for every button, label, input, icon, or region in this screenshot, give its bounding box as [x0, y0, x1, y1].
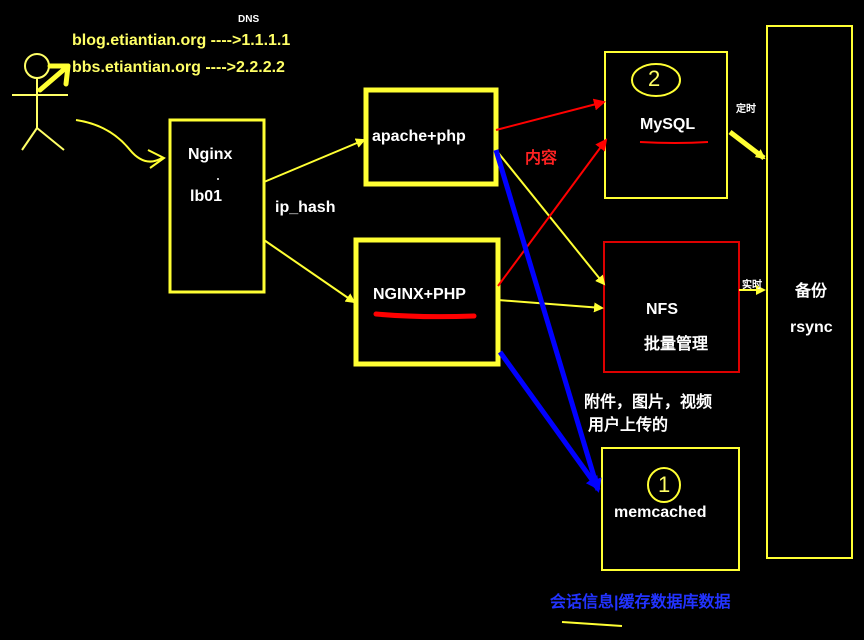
dns-pointer-arrow [37, 63, 71, 93]
session-cache-label: 会话信息|缓存数据库数据 [550, 594, 731, 611]
apache-to-memcached-arrow [493, 149, 602, 493]
scheduled-label: 定时 [736, 104, 756, 115]
nginxphp-to-mysql-arrow [497, 138, 608, 287]
mysql-red-underline [639, 141, 709, 144]
user-to-nginx-arrowhead [147, 149, 166, 169]
mysql-number: 2 [648, 66, 661, 91]
apache-php-node[interactable] [363, 87, 499, 187]
apache-to-mysql-arrow [495, 98, 606, 131]
dns-title: DNS [238, 14, 260, 25]
realtime-label: 实时 [742, 280, 762, 291]
nginx-to-nginxphp-arrow [263, 239, 356, 304]
nginxphp-to-memcached-arrow [497, 350, 601, 491]
mysql-to-backup-arrow [728, 130, 766, 160]
content-label: 内容 [525, 150, 558, 167]
nginxphp-red-underline [373, 311, 477, 320]
nginx-lb-node[interactable] [168, 118, 266, 294]
user-to-nginx-arrow [75, 119, 163, 163]
nfs-node[interactable] [603, 241, 740, 373]
apache-php-label: apache+php [372, 128, 466, 145]
memcached-number-circle [647, 467, 681, 503]
mysql-node[interactable] [604, 51, 728, 199]
user-stick-figure-icon [12, 53, 68, 151]
nfs-sublabel: 批量管理 [644, 336, 709, 353]
memcached-label: memcached [614, 504, 707, 521]
session-yellow-underline [561, 621, 623, 627]
mysql-number-circle [631, 63, 681, 97]
nginx-to-apache-arrow [263, 138, 366, 183]
nginx-php-node[interactable] [353, 237, 501, 367]
nginxphp-to-nfs-arrow [497, 299, 604, 313]
backup-label: 备份 [795, 283, 828, 300]
nginx-lb-title: Nginx [188, 146, 233, 163]
rsync-label: rsync [790, 319, 833, 336]
mysql-label: MySQL [640, 116, 696, 133]
nginx-php-label: NGINX+PHP [373, 286, 466, 303]
uploads-label-line1: 附件，图片，视频 [584, 394, 713, 411]
backup-rsync-node[interactable] [766, 25, 853, 559]
uploads-label-line2: 用户上传的 [588, 417, 669, 434]
dns-record-bbs: bbs.etiantian.org ---->2.2.2.2 [72, 59, 285, 76]
ip-hash-label: ip_hash [275, 199, 336, 216]
nginx-dot [217, 178, 219, 180]
nginx-lb-subtitle: lb01 [190, 188, 223, 205]
memcached-number: 1 [658, 472, 671, 497]
memcached-node[interactable] [601, 447, 740, 571]
dns-record-blog: blog.etiantian.org ---->1.1.1.1 [72, 32, 291, 49]
nfs-label: NFS [646, 301, 678, 318]
